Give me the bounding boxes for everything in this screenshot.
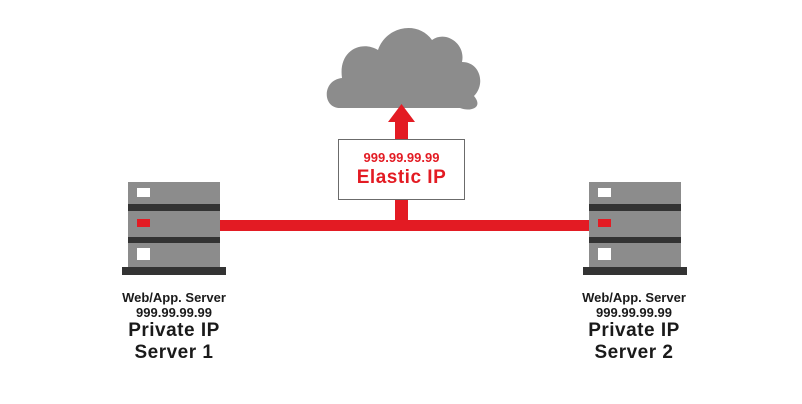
server-1-ip-label: Private IP	[128, 320, 220, 341]
server-1-indicator-top	[137, 188, 150, 197]
server-2-indicator-mid	[598, 219, 611, 227]
server-2-indicator-bottom	[598, 248, 611, 260]
arrow-head-icon	[388, 104, 415, 122]
elastic-ip-address: 999.99.99.99	[363, 150, 440, 165]
server-1-caption: Web/App. Server 999.99.99.99 Private IP …	[74, 290, 274, 364]
network-link	[218, 220, 590, 231]
elastic-connector	[395, 199, 408, 221]
server-1-indicator-mid	[137, 219, 150, 227]
server-2-ip: 999.99.99.99	[596, 305, 672, 320]
server-1-icon	[122, 182, 226, 275]
elastic-ip-box: 999.99.99.99 Elastic IP	[338, 139, 465, 200]
arrow-shaft	[395, 120, 408, 140]
server-1-indicator-bottom	[137, 248, 150, 260]
server-1-role: Web/App. Server	[122, 290, 226, 305]
cloud-icon	[326, 27, 481, 110]
server-2-indicator-top	[598, 188, 611, 197]
server-1-name: Server 1	[134, 342, 214, 363]
server-2-role: Web/App. Server	[582, 290, 686, 305]
server-2-caption: Web/App. Server 999.99.99.99 Private IP …	[534, 290, 734, 364]
server-2-name: Server 2	[594, 342, 674, 363]
elastic-ip-label: Elastic IP	[356, 167, 447, 188]
server-2-icon	[583, 182, 687, 275]
server-2-ip-label: Private IP	[588, 320, 680, 341]
server-1-ip: 999.99.99.99	[136, 305, 212, 320]
